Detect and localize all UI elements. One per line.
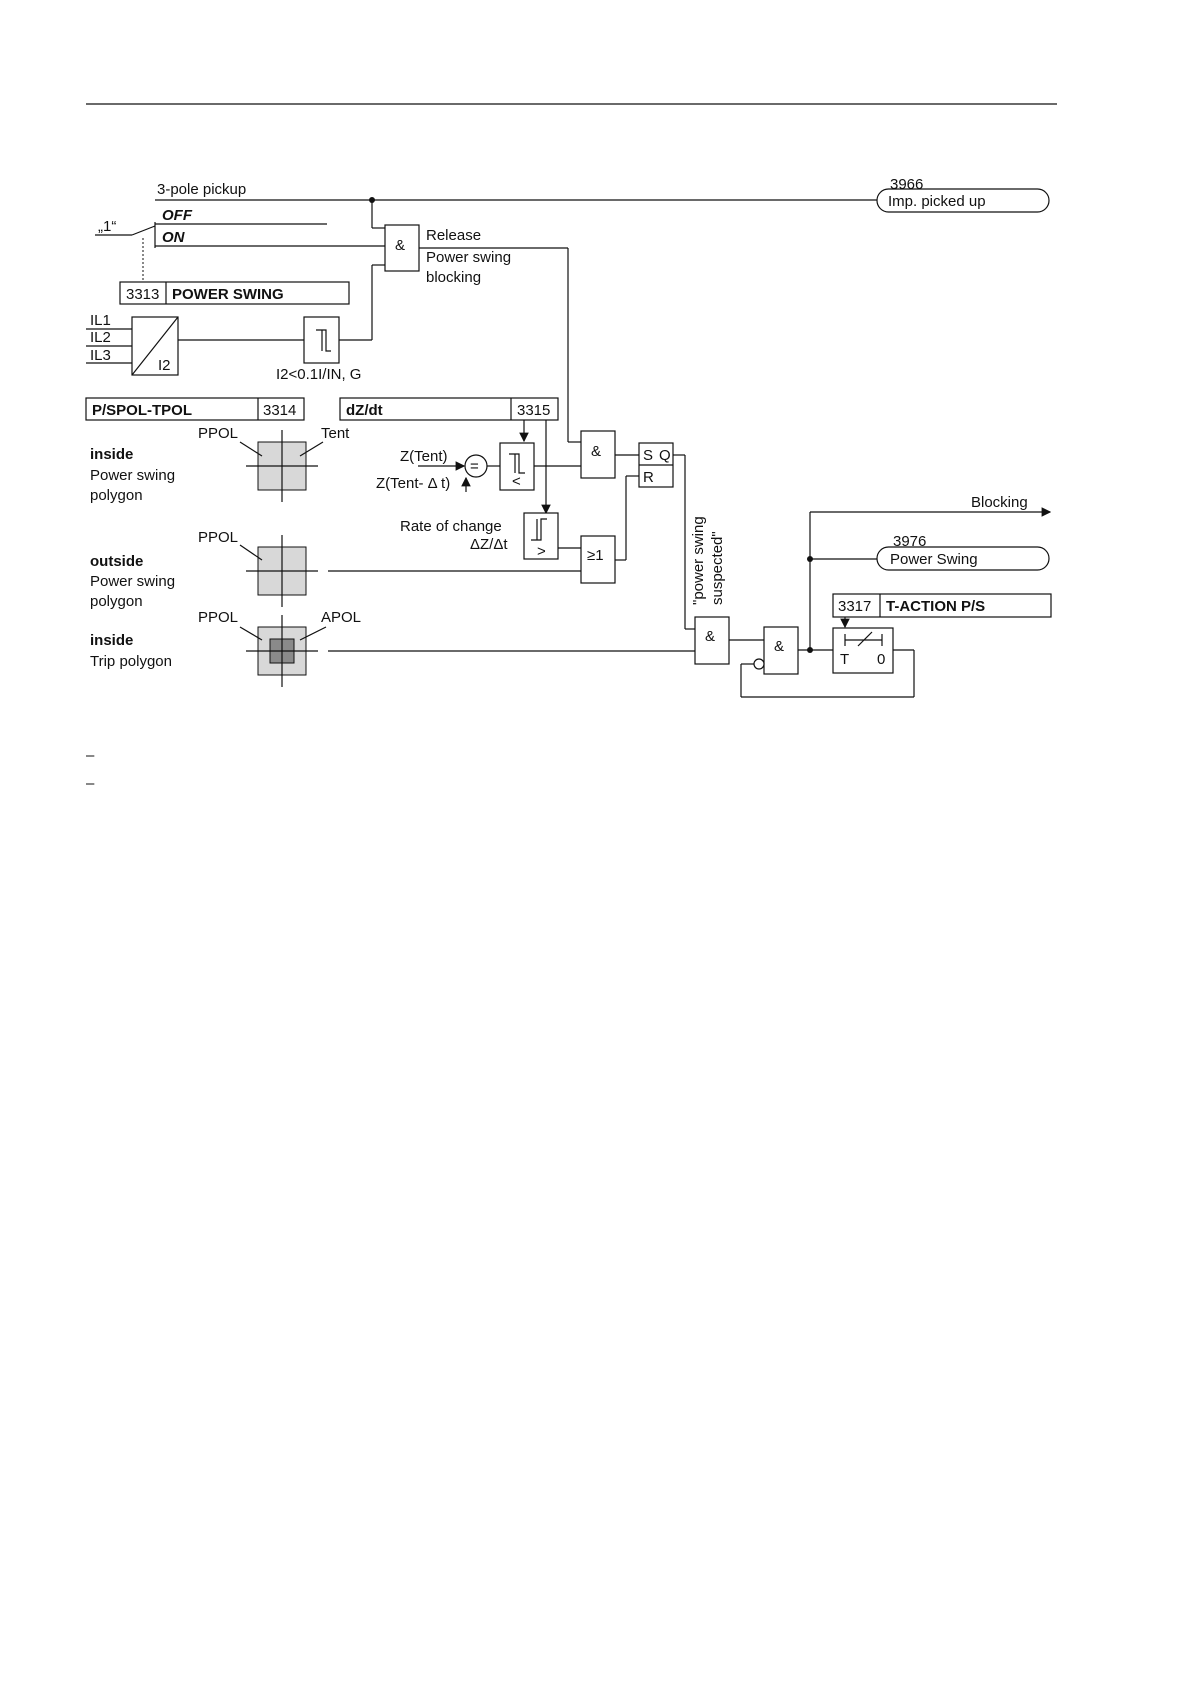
suspected-label-1: "power swing: [690, 516, 707, 605]
param-3313-box: [119, 281, 350, 305]
comparator-symbol-icon: [509, 453, 525, 474]
release-label-1: Release: [426, 227, 481, 244]
trip-polygon-label: Trip polygon: [90, 653, 172, 670]
output-3976-label: Power Swing: [890, 551, 978, 568]
param-3314-number: 3314: [263, 402, 296, 419]
footnote-mark-1: –: [86, 747, 95, 764]
param-3314-box: [85, 397, 305, 421]
power-swing-label-2: Power swing: [90, 573, 175, 590]
inside-label-1: inside: [90, 446, 133, 463]
param-3313-number: 3313: [126, 286, 159, 303]
ppol-label-3: PPOL: [198, 609, 238, 626]
footnote-mark-2: –: [86, 775, 95, 792]
inside-label-2: inside: [90, 632, 133, 649]
param-3315-number: 3315: [517, 402, 550, 419]
blocking-label: Blocking: [971, 494, 1028, 511]
tent-label: Tent: [321, 425, 350, 442]
release-label-3: blocking: [426, 269, 481, 286]
and-gate-release: [384, 224, 420, 272]
timer-0-label: 0: [877, 651, 885, 668]
negation-circle: [753, 658, 765, 670]
timer-block: [832, 627, 894, 674]
release-label-2: Power swing: [426, 249, 511, 266]
param-3317-box: [832, 593, 1052, 618]
sr-s-label: S: [643, 447, 653, 464]
polygon-label-1: polygon: [90, 487, 143, 504]
il3-label: IL3: [90, 347, 111, 364]
z-tent-dt-label: Z(Tent- Δ t): [376, 475, 450, 492]
il2-label: IL2: [90, 329, 111, 346]
const-one-label: „1“: [98, 218, 116, 235]
z-tent-label: Z(Tent): [400, 448, 448, 465]
three-pole-pickup-label: 3-pole pickup: [157, 181, 246, 198]
param-3313-name: POWER SWING: [172, 286, 284, 303]
ppol-label-1: PPOL: [198, 425, 238, 442]
param-3317-number: 3317: [838, 598, 871, 615]
less-label: <: [512, 473, 521, 490]
off-label: OFF: [162, 207, 193, 224]
and-gate-3: [694, 616, 730, 665]
and-gate-4: [763, 626, 799, 675]
output-3976-number: 3976: [893, 533, 926, 550]
dz-dt-ratio-label: ΔZ/Δt: [470, 536, 508, 553]
timer-t-label: T: [840, 651, 849, 668]
sr-q-label: Q: [659, 447, 671, 464]
or-gate-label: ≥1: [587, 547, 604, 564]
dz-less-comparator: [499, 442, 535, 491]
output-3966-box: [876, 188, 1050, 213]
suspected-label-2: suspected": [709, 531, 726, 605]
and-gate-2-label: &: [591, 443, 601, 460]
on-label: ON: [162, 229, 186, 246]
and-gate-4-label: &: [774, 638, 784, 655]
param-3315-box: [339, 397, 559, 421]
outside-label: outside: [90, 553, 143, 570]
greater-label: >: [537, 543, 546, 560]
threshold-symbol-icon: [316, 329, 331, 352]
output-3966-label: Imp. picked up: [888, 193, 986, 210]
rate-of-change-label: Rate of change: [400, 518, 502, 535]
sr-r-label: R: [643, 469, 654, 486]
and-gate-release-label: &: [395, 237, 405, 254]
and-gate-3-label: &: [705, 628, 715, 645]
param-3317-name: T-ACTION P/S: [886, 598, 985, 615]
timer-switch-icon: [857, 631, 873, 647]
or-gate: [580, 535, 616, 584]
output-3976-box: [876, 546, 1050, 571]
param-3315-name: dZ/dt: [346, 402, 383, 419]
polygon-label-2: polygon: [90, 593, 143, 610]
switch-blade: [131, 225, 156, 236]
apol-label: APOL: [321, 609, 361, 626]
i2-threshold-label: I2<0.1I/IN, G: [276, 366, 361, 383]
param-3314-name: P/SPOL-TPOL: [92, 402, 192, 419]
ppol-label-2: PPOL: [198, 529, 238, 546]
power-swing-label-1: Power swing: [90, 467, 175, 484]
equals-label: =: [470, 458, 479, 475]
comparator-greater-symbol-icon: [531, 518, 547, 541]
i2-label: I2: [158, 357, 171, 374]
il1-label: IL1: [90, 312, 111, 329]
